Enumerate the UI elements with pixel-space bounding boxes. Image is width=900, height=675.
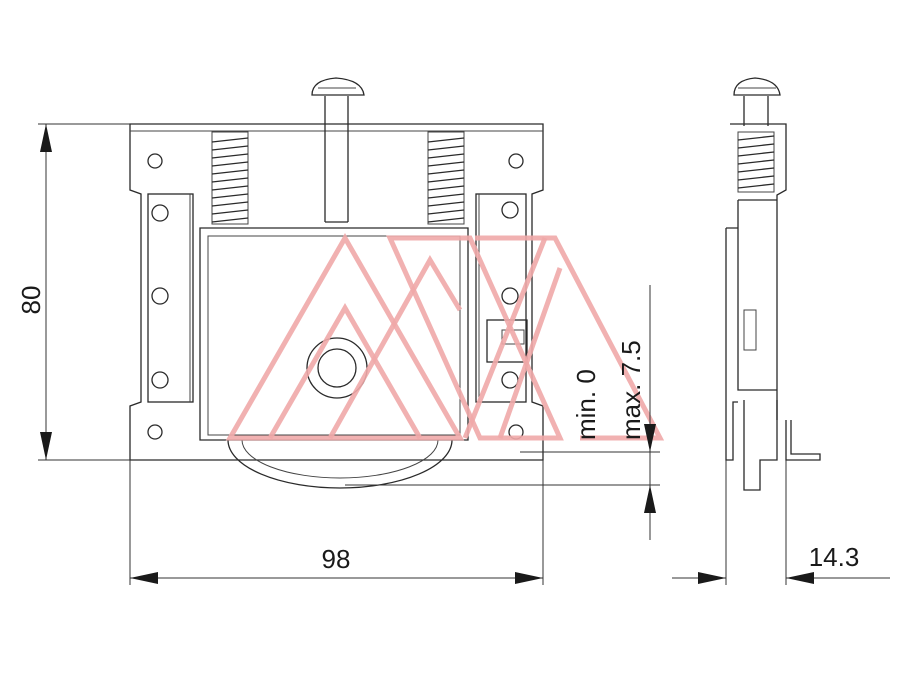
dimension-adjust xyxy=(345,285,660,540)
adjusting-screw xyxy=(311,77,365,223)
spring-left xyxy=(211,131,249,225)
mounting-holes xyxy=(147,153,524,440)
dimension-width xyxy=(129,460,544,585)
dimension-height xyxy=(38,123,130,461)
side-view xyxy=(725,77,821,491)
min-adjust-label: min. 0 xyxy=(571,369,601,440)
height-label: 80 xyxy=(16,286,46,315)
max-adjust-label: max. 7.5 xyxy=(616,340,646,440)
width-label: 98 xyxy=(322,544,351,574)
logo-watermark xyxy=(225,232,665,441)
dimension-depth xyxy=(672,460,890,585)
depth-label: 14.3 xyxy=(809,542,860,572)
spring-right xyxy=(427,131,465,225)
